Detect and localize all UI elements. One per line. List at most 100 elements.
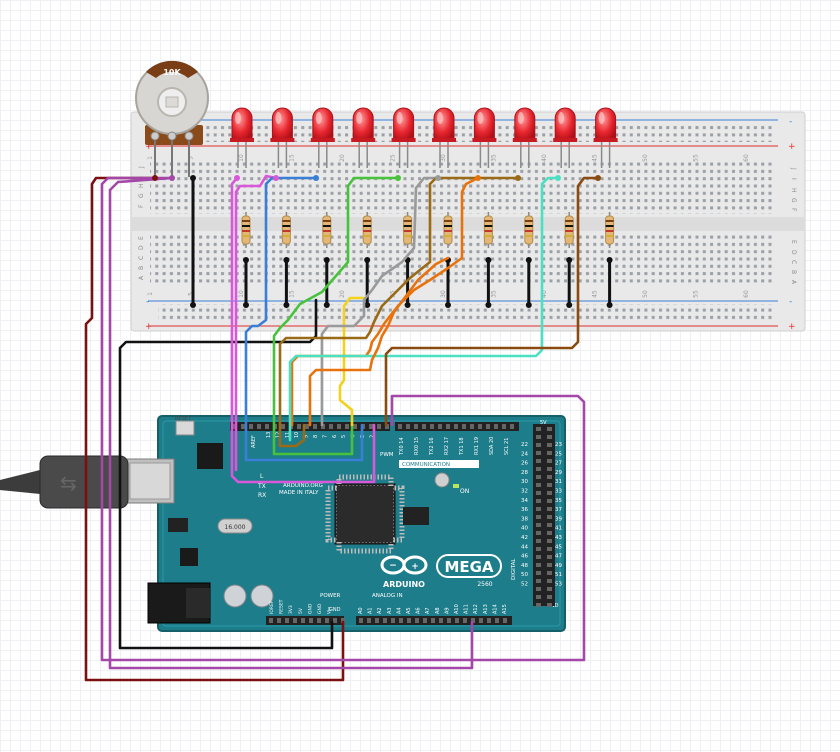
header-pin[interactable] <box>455 618 459 623</box>
header-pin[interactable] <box>301 618 305 623</box>
header-pin[interactable] <box>547 547 552 551</box>
header-pin[interactable] <box>536 563 541 567</box>
header-pin[interactable] <box>502 424 506 429</box>
header-pin[interactable] <box>536 483 541 487</box>
header-pin[interactable] <box>359 618 363 623</box>
header-pin[interactable] <box>547 539 552 543</box>
header-pin[interactable] <box>430 424 434 429</box>
header-pin[interactable] <box>337 424 341 429</box>
header-pin[interactable] <box>317 618 321 623</box>
header-pin[interactable] <box>415 618 419 623</box>
header-pin[interactable] <box>297 424 301 429</box>
header-pin[interactable] <box>422 424 426 429</box>
header-pin[interactable] <box>438 424 442 429</box>
header-pin[interactable] <box>536 579 541 583</box>
header-pin[interactable] <box>536 475 541 479</box>
header-pin[interactable] <box>462 424 466 429</box>
header-pin[interactable] <box>547 579 552 583</box>
header-pin[interactable] <box>439 618 443 623</box>
header-pin[interactable] <box>536 515 541 519</box>
header-pin[interactable] <box>536 467 541 471</box>
header-pin[interactable] <box>277 618 281 623</box>
header-pin[interactable] <box>547 555 552 559</box>
header-pin[interactable] <box>547 571 552 575</box>
header-pin[interactable] <box>536 587 541 591</box>
header-pin[interactable] <box>447 618 451 623</box>
header-pin[interactable] <box>547 515 552 519</box>
header-pin[interactable] <box>536 427 541 431</box>
header-pin[interactable] <box>486 424 490 429</box>
header-pin[interactable] <box>536 491 541 495</box>
header-pin[interactable] <box>536 539 541 543</box>
header-pin[interactable] <box>367 618 371 623</box>
header-pin[interactable] <box>536 547 541 551</box>
header-pin[interactable] <box>345 424 349 429</box>
header-pin[interactable] <box>269 618 273 623</box>
header-pin[interactable] <box>249 424 253 429</box>
header-pin[interactable] <box>305 424 309 429</box>
header-pin[interactable] <box>385 424 389 429</box>
header-pin[interactable] <box>547 507 552 511</box>
header-pin[interactable] <box>510 424 514 429</box>
header-pin[interactable] <box>536 571 541 575</box>
header-pin[interactable] <box>536 451 541 455</box>
header-pin[interactable] <box>285 618 289 623</box>
header-pin[interactable] <box>547 491 552 495</box>
header-pin[interactable] <box>547 443 552 447</box>
header-pin[interactable] <box>547 435 552 439</box>
header-pin[interactable] <box>547 587 552 591</box>
header-pin[interactable] <box>446 424 450 429</box>
header-pin[interactable] <box>257 424 261 429</box>
header-pin[interactable] <box>341 618 345 623</box>
header-pin[interactable] <box>495 618 499 623</box>
header-pin[interactable] <box>487 618 491 623</box>
header-pin[interactable] <box>471 618 475 623</box>
header-pin[interactable] <box>536 595 541 599</box>
header-pin[interactable] <box>407 618 411 623</box>
header-pin[interactable] <box>547 499 552 503</box>
header-pin[interactable] <box>454 424 458 429</box>
header-pin[interactable] <box>494 424 498 429</box>
header-pin[interactable] <box>547 451 552 455</box>
header-pin[interactable] <box>479 618 483 623</box>
header-pin[interactable] <box>478 424 482 429</box>
header-pin[interactable] <box>536 603 541 607</box>
header-pin[interactable] <box>241 424 245 429</box>
header-pin[interactable] <box>293 618 297 623</box>
header-pin[interactable] <box>333 618 337 623</box>
header-pin[interactable] <box>536 507 541 511</box>
header-pin[interactable] <box>369 424 373 429</box>
header-pin[interactable] <box>377 424 381 429</box>
header-pin[interactable] <box>313 424 317 429</box>
header-pin[interactable] <box>547 563 552 567</box>
header-pin[interactable] <box>536 531 541 535</box>
header-pin[interactable] <box>547 523 552 527</box>
header-pin[interactable] <box>503 618 507 623</box>
header-pin[interactable] <box>414 424 418 429</box>
header-pin[interactable] <box>547 603 552 607</box>
header-pin[interactable] <box>431 618 435 623</box>
header-pin[interactable] <box>399 618 403 623</box>
header-pin[interactable] <box>547 531 552 535</box>
header-pin[interactable] <box>536 459 541 463</box>
header-pin[interactable] <box>547 467 552 471</box>
header-pin[interactable] <box>536 435 541 439</box>
header-pin[interactable] <box>463 618 467 623</box>
header-pin[interactable] <box>398 424 402 429</box>
header-pin[interactable] <box>309 618 313 623</box>
header-pin[interactable] <box>321 424 325 429</box>
header-pin[interactable] <box>547 427 552 431</box>
header-pin[interactable] <box>547 595 552 599</box>
header-pin[interactable] <box>353 424 357 429</box>
header-pin[interactable] <box>423 618 427 623</box>
header-pin[interactable] <box>406 424 410 429</box>
header-pin[interactable] <box>547 459 552 463</box>
header-pin[interactable] <box>547 483 552 487</box>
reset-button[interactable] <box>175 420 195 436</box>
header-pin[interactable] <box>265 424 269 429</box>
header-pin[interactable] <box>383 618 387 623</box>
header-pin[interactable] <box>547 475 552 479</box>
header-pin[interactable] <box>536 443 541 447</box>
header-pin[interactable] <box>536 523 541 527</box>
header-pin[interactable] <box>281 424 285 429</box>
